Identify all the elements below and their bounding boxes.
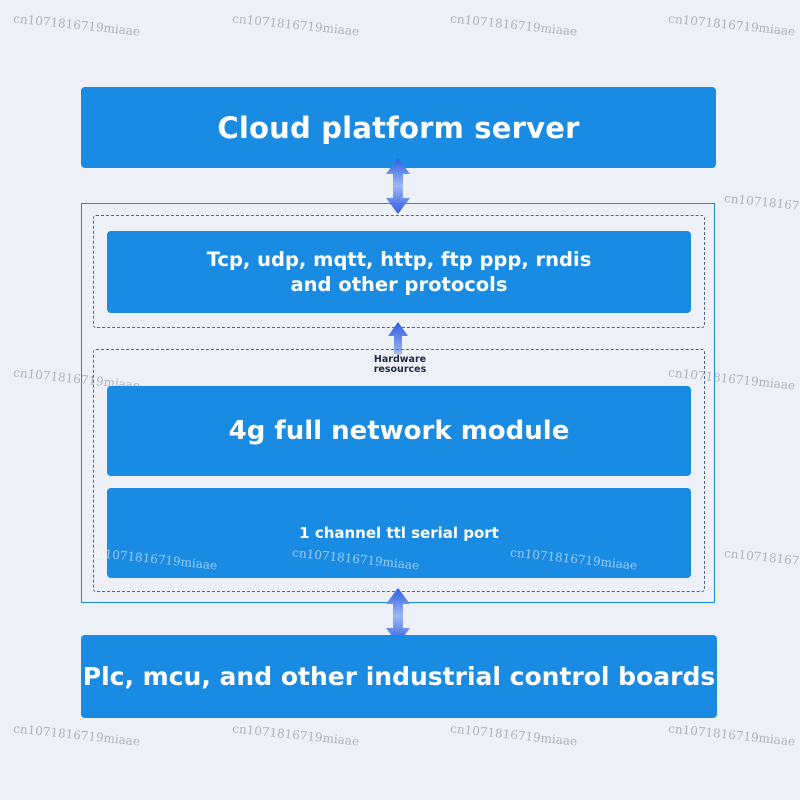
protocols-line-1: Tcp, udp, mqtt, http, ftp ppp, rndis [206, 248, 592, 271]
watermark: cn1071816719miaae [449, 721, 578, 749]
industrial-control-boards-label: Plc, mcu, and other industrial control b… [82, 662, 716, 691]
watermark: cn1071816719miaae [667, 11, 796, 39]
hardware-label-line-1: Hardware [373, 354, 427, 365]
serial-port-label: 1 channel ttl serial port [299, 524, 499, 542]
serial-port-box: 1 channel ttl serial port [107, 488, 691, 578]
cloud-platform-server-label: Cloud platform server [217, 110, 580, 145]
bidirectional-arrow-icon [386, 588, 410, 644]
up-arrow-icon [388, 322, 408, 354]
hardware-resources-label: Hardware resources [350, 355, 450, 375]
4g-network-module-box: 4g full network module [107, 386, 691, 476]
protocols-box: Tcp, udp, mqtt, http, ftp ppp, rndis and… [107, 231, 691, 313]
watermark: cn1071816719miaae [449, 11, 578, 39]
cloud-platform-server-box: Cloud platform server [81, 87, 716, 168]
4g-network-module-label: 4g full network module [228, 416, 570, 446]
watermark: cn1071816719miaae [667, 721, 796, 749]
watermark: cn1071816719miaae [12, 11, 141, 39]
watermark: cn1071816719miaae [231, 721, 360, 749]
hardware-label-line-2: resources [373, 364, 427, 375]
watermark: cn10718167 [723, 191, 800, 213]
industrial-control-boards-box: Plc, mcu, and other industrial control b… [81, 635, 717, 718]
watermark: cn1071816719miaae [12, 721, 141, 749]
watermark: cn10718167 [723, 546, 800, 568]
watermark: cn1071816719miaae [231, 11, 360, 39]
protocols-line-2: and other protocols [290, 273, 508, 296]
bidirectional-arrow-icon [386, 158, 410, 214]
